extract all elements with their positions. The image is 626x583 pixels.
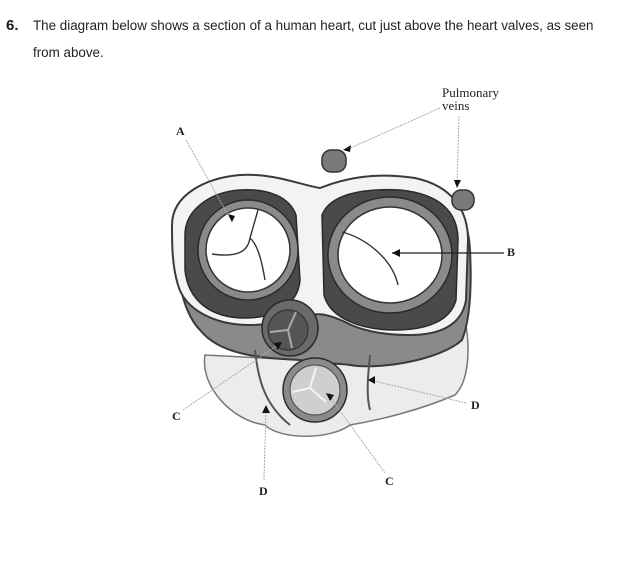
arrowhead-pv1 [343,145,351,152]
question-number: 6. [6,17,19,34]
arrowhead-d-bottom [262,405,270,413]
leader-c-left [182,344,279,411]
aortic-valve-cusps [269,311,297,349]
pulmonary-vein-2 [451,189,475,211]
valve-a [205,207,291,293]
label-d-right: D [471,398,480,412]
leader-pv1 [345,107,441,151]
arrowhead-c-left [274,342,282,350]
arrowhead-b [392,249,400,257]
question-text: The diagram below shows a section of a h… [33,18,594,60]
valve-b-cusp [341,231,399,286]
pulmonary-vein-1 [321,149,347,173]
leader-a [185,139,233,223]
pulmonary-valve [289,364,341,416]
label-pulmonary-veins: Pulmonary veins [442,86,499,112]
label-pulmonary-line2: veins [442,98,470,113]
valve-b [337,206,443,304]
arrowhead-a [228,214,235,222]
valve-a-cusps [211,209,266,281]
leader-pv2 [456,115,460,187]
arrowhead-c-bottom [326,393,334,401]
coronary-vessel-right [366,354,371,411]
label-b: B [507,245,516,259]
question-block: 6. The diagram below shows a section of … [6,12,606,66]
leader-c-bottom [329,396,386,474]
arrowhead-pv2 [454,180,461,188]
label-pulmonary-line1: Pulmonary [442,85,500,100]
pulmonary-valve-cusps [291,367,327,403]
leader-d-right [369,379,467,404]
coronary-vessel-left [254,349,291,426]
arrowhead-d-right [368,376,375,384]
label-c-bottom: C [385,474,394,488]
label-d-bottom: D [259,484,268,498]
label-a: A [176,124,185,138]
leader-d-bottom [263,407,267,481]
label-c-left: C [172,409,181,423]
